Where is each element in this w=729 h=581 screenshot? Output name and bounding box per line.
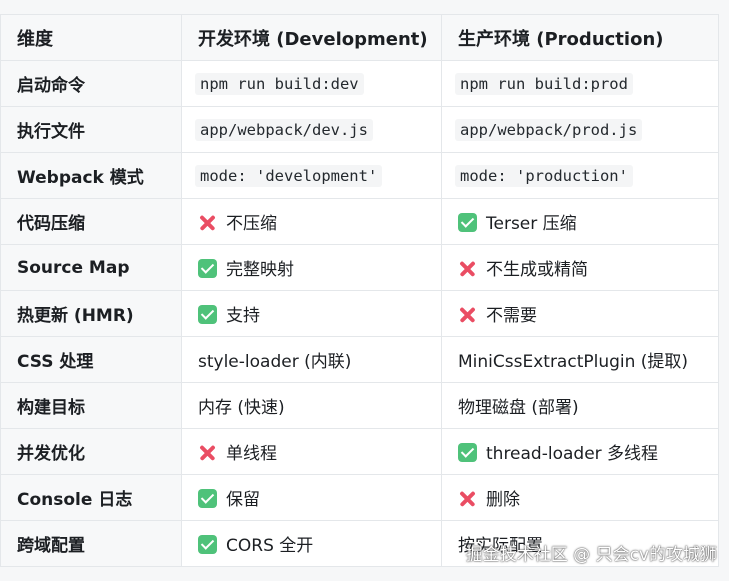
cell-text: 物理磁盘 (部署) <box>458 398 579 418</box>
production-cell: app/webpack/prod.js <box>441 106 719 153</box>
production-cell: npm run build:prod <box>441 60 719 107</box>
cell-text: style-loader (内联) <box>198 352 352 372</box>
production-cell: 删除 <box>441 474 719 521</box>
cell-text: 完整映射 <box>226 260 294 280</box>
row-dimension-label: Webpack 模式 <box>0 152 182 199</box>
production-cell: thread-loader 多线程 <box>441 428 719 475</box>
table-row: Console 日志 保留 删除 <box>0 474 719 521</box>
row-dimension-label: 代码压缩 <box>0 198 182 245</box>
development-cell: 单线程 <box>181 428 442 475</box>
cell-text: 保留 <box>226 490 260 510</box>
row-dimension-label: Console 日志 <box>0 474 182 521</box>
development-cell: 内存 (快速) <box>181 382 442 429</box>
development-cell: style-loader (内联) <box>181 336 442 383</box>
cross-mark-icon <box>198 443 217 462</box>
cell-text: 支持 <box>226 306 260 326</box>
table-row: 构建目标内存 (快速) 物理磁盘 (部署) <box>0 382 719 429</box>
row-dimension-label: 启动命令 <box>0 60 182 107</box>
table-row: 启动命令 npm run build:dev npm run build:prod <box>0 60 719 107</box>
development-cell: 不压缩 <box>181 198 442 245</box>
table-header-row: 维度 开发环境 (Development) 生产环境 (Production) <box>0 14 719 61</box>
code-text: mode: 'production' <box>455 164 633 187</box>
production-cell: mode: 'production' <box>441 152 719 199</box>
table-row: 执行文件 app/webpack/dev.js app/webpack/prod.j… <box>0 106 719 153</box>
check-mark-icon <box>458 443 477 462</box>
check-mark-icon <box>198 259 217 278</box>
code-text: mode: 'development' <box>195 164 383 187</box>
development-cell: CORS 全开 <box>181 520 442 567</box>
cell-text: thread-loader 多线程 <box>486 444 659 464</box>
cross-mark-icon <box>458 305 477 324</box>
production-cell: MiniCssExtractPlugin (提取) <box>441 336 719 383</box>
table-row: Webpack 模式 mode: 'development' mode: 'prod… <box>0 152 719 199</box>
development-cell: npm run build:dev <box>181 60 442 107</box>
cross-mark-icon <box>458 259 477 278</box>
table-body: 启动命令 npm run build:dev npm run build:prod 执… <box>0 60 719 567</box>
cell-text: 不压缩 <box>226 214 277 234</box>
development-cell: mode: 'development' <box>181 152 442 199</box>
development-cell: app/webpack/dev.js <box>181 106 442 153</box>
table-row: 跨域配置 CORS 全开 按实际配置 <box>0 520 719 567</box>
cell-text: 单线程 <box>226 444 277 464</box>
cell-text: CORS 全开 <box>226 536 314 556</box>
production-cell: 按实际配置 <box>441 520 719 567</box>
check-mark-icon <box>198 489 217 508</box>
watermark: 掘金技术社区 @ 只会cv的攻城狮 <box>465 545 717 565</box>
header-production: 生产环境 (Production) <box>441 14 719 61</box>
check-mark-icon <box>458 213 477 232</box>
code-text: app/webpack/dev.js <box>195 118 373 141</box>
cell-text: 不生成或精简 <box>486 260 588 280</box>
comparison-table: 维度 开发环境 (Development) 生产环境 (Production) … <box>0 14 719 567</box>
production-cell: 不需要 <box>441 290 719 337</box>
check-mark-icon <box>198 305 217 324</box>
row-dimension-label: 跨域配置 <box>0 520 182 567</box>
table-row: CSS 处理 style-loader (内联) MiniCssExtractPlu… <box>0 336 719 383</box>
cell-text: Terser 压缩 <box>486 214 577 234</box>
cell-text: 不需要 <box>486 306 537 326</box>
header-development: 开发环境 (Development) <box>181 14 442 61</box>
cross-mark-icon <box>198 213 217 232</box>
production-cell: Terser 压缩 <box>441 198 719 245</box>
cell-text: 删除 <box>486 490 520 510</box>
row-dimension-label: CSS 处理 <box>0 336 182 383</box>
development-cell: 支持 <box>181 290 442 337</box>
table-row: 热更新 (HMR) 支持 不需要 <box>0 290 719 337</box>
production-cell: 物理磁盘 (部署) <box>441 382 719 429</box>
cell-text: MiniCssExtractPlugin (提取) <box>458 352 689 372</box>
table-row: Source Map 完整映射 不生成或精简 <box>0 244 719 291</box>
row-dimension-label: 执行文件 <box>0 106 182 153</box>
code-text: app/webpack/prod.js <box>455 118 643 141</box>
table-row: 代码压缩 不压缩 Terser 压缩 <box>0 198 719 245</box>
row-dimension-label: Source Map <box>0 244 182 291</box>
development-cell: 完整映射 <box>181 244 442 291</box>
development-cell: 保留 <box>181 474 442 521</box>
cell-text: 按实际配置 <box>458 536 543 556</box>
row-dimension-label: 并发优化 <box>0 428 182 475</box>
row-dimension-label: 构建目标 <box>0 382 182 429</box>
production-cell: 不生成或精简 <box>441 244 719 291</box>
table-row: 并发优化 单线程 thread-loader 多线程 <box>0 428 719 475</box>
code-text: npm run build:prod <box>455 72 633 95</box>
header-dimension: 维度 <box>0 14 182 61</box>
comparison-table-container: 维度 开发环境 (Development) 生产环境 (Production) … <box>0 14 719 567</box>
cell-text: 内存 (快速) <box>198 398 285 418</box>
cross-mark-icon <box>458 489 477 508</box>
row-dimension-label: 热更新 (HMR) <box>0 290 182 337</box>
check-mark-icon <box>198 535 217 554</box>
code-text: npm run build:dev <box>195 72 364 95</box>
